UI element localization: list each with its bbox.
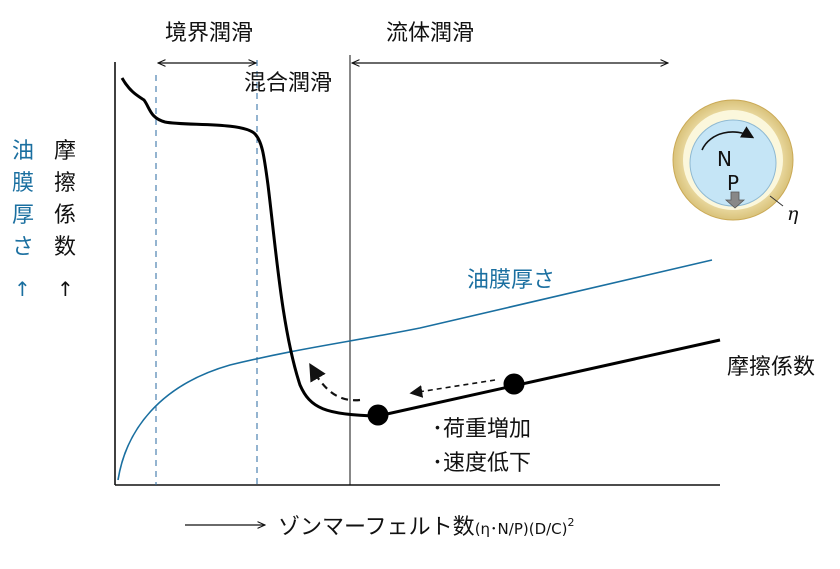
friction-label: 摩擦係数 — [727, 355, 815, 380]
film-thickness-label: 油膜厚さ — [467, 268, 555, 293]
y-label-film-thickness: 油 膜 厚 さ ↑ — [12, 139, 34, 301]
bearing-illustration: N P η — [672, 99, 799, 225]
region-label-fluid: 流体潤滑 — [386, 21, 474, 46]
friction-curve — [120, 77, 721, 418]
note-load-increase: ･荷重増加 — [432, 417, 531, 442]
bearing-load-label: P — [727, 171, 739, 195]
y-label-film-char: さ — [12, 235, 34, 260]
y-label-friction-char: 摩 — [54, 139, 76, 164]
y-label-friction-char: 擦 — [54, 171, 76, 196]
x-axis-formula: (η･N/P)(D/C) — [475, 520, 568, 538]
y-label-friction-arrow: ↑ — [57, 277, 74, 301]
y-label-film-char: 膜 — [12, 171, 34, 196]
y-label-film-arrow: ↑ — [14, 277, 31, 301]
load-arrow-icon — [724, 191, 746, 209]
x-axis-label: ゾンマーフェルト数(η･N/P)(D/C)2 — [278, 515, 575, 540]
shift-arrow-left — [409, 379, 496, 398]
operating-point — [503, 373, 525, 395]
y-label-friction-char: 係 — [54, 203, 76, 228]
region-label-boundary: 境界潤滑 — [165, 21, 253, 46]
y-label-film-char: 厚 — [12, 203, 34, 228]
y-label-friction-char: 数 — [54, 235, 76, 260]
rotation-arrow-icon — [701, 126, 755, 151]
shift-arrow-up — [309, 362, 361, 402]
region-label-mixed: 混合潤滑 — [244, 71, 332, 96]
note-speed-decrease: ･速度低下 — [432, 451, 531, 476]
x-axis-label-main: ゾンマーフェルト数 — [278, 515, 475, 540]
film-thickness-curve — [117, 259, 713, 481]
viscosity-label: η — [787, 203, 799, 225]
y-label-friction-coefficient: 摩 擦 係 数 ↑ — [54, 139, 76, 301]
y-label-film-char: 油 — [12, 139, 34, 164]
viscosity-leader-line — [769, 195, 784, 207]
x-axis-exponent: 2 — [568, 516, 575, 529]
operating-point — [367, 404, 389, 426]
bearing-speed-label: N — [717, 147, 732, 171]
